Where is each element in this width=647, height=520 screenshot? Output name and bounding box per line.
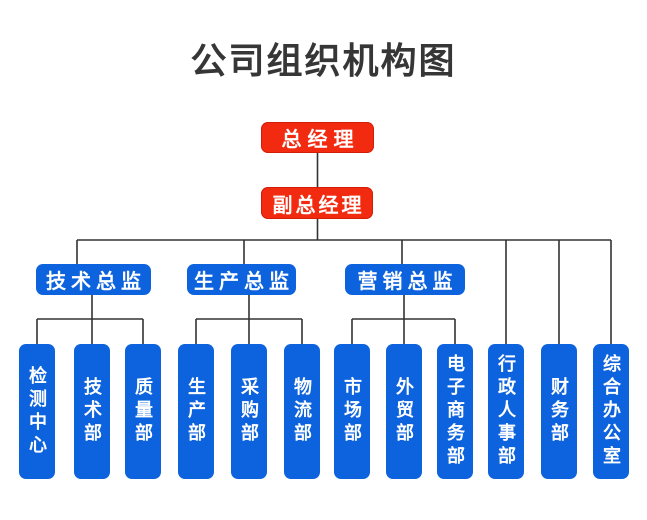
node-director-production: 生产总监 [187,264,296,295]
node-dept-finance: 财务部 [541,344,577,479]
node-dept-quality: 质量部 [125,344,161,479]
node-label: 生产部 [186,377,206,446]
node-label: 市场部 [342,377,362,446]
node-director-technology: 技术总监 [36,264,151,295]
node-label: 电子商务部 [445,354,465,469]
node-label: 物流部 [292,377,312,446]
node-dept-testing-center: 检测中心 [19,344,55,479]
node-dept-purchasing: 采购部 [231,344,267,479]
node-dept-logistics: 物流部 [284,344,320,479]
node-label: 行政人事部 [496,354,516,469]
node-label: 质量部 [133,377,153,446]
node-deputy-general-manager: 副总经理 [261,187,373,219]
node-label: 采购部 [239,377,259,446]
chart-title: 公司组织机构图 [190,40,457,81]
node-label: 综合办公室 [601,354,621,469]
node-dept-production: 生产部 [178,344,214,479]
node-dept-ecommerce: 电子商务部 [437,344,473,479]
node-label: 检测中心 [27,365,47,458]
node-label: 技术总监 [46,271,146,293]
node-label: 外贸部 [394,377,414,446]
node-label: 营销总监 [357,271,458,293]
node-dept-market: 市场部 [334,344,370,479]
node-dept-admin-hr: 行政人事部 [488,344,524,479]
node-dept-technology: 技术部 [74,344,110,479]
node-label: 技术部 [82,377,102,446]
node-general-manager: 总经理 [261,122,374,153]
node-label: 总经理 [281,129,360,151]
node-director-marketing: 营销总监 [345,264,465,295]
node-label: 生产总监 [194,271,294,293]
node-label: 副总经理 [272,194,365,217]
node-label: 财务部 [549,377,569,446]
node-dept-foreign-trade: 外贸部 [386,344,422,479]
node-dept-general-office: 综合办公室 [593,344,629,479]
